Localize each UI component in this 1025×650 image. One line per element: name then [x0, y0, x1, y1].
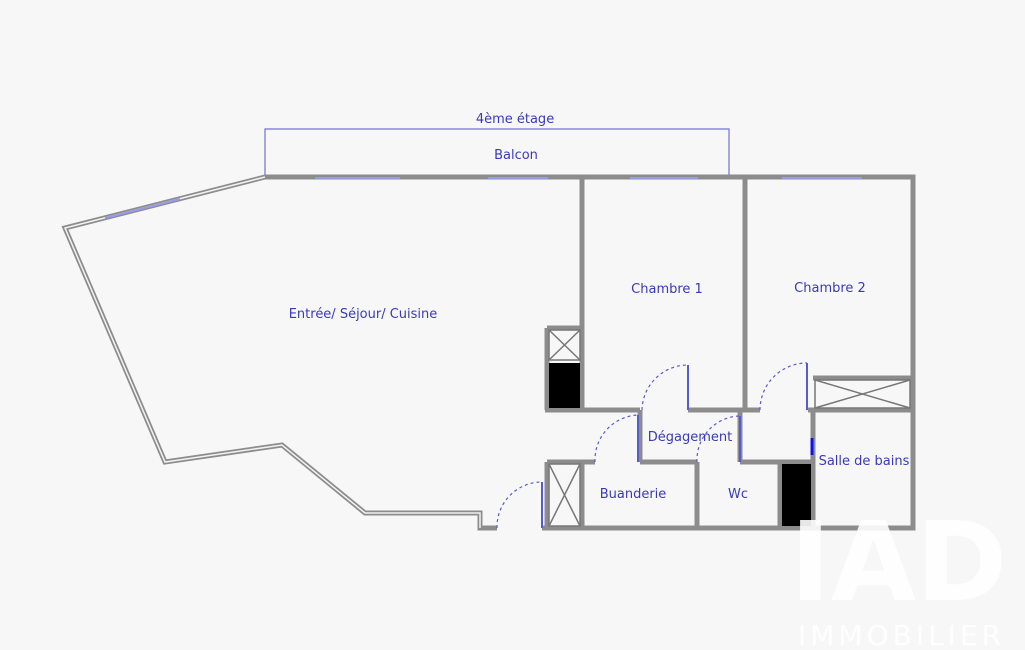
floor-label: 4ème étage: [476, 112, 554, 127]
appliance-block: [549, 363, 580, 408]
room-label-buanderie: Buanderie: [600, 487, 667, 502]
room-label-chambre1: Chambre 1: [631, 282, 703, 297]
windows: [104, 177, 862, 219]
closet-chambre2: [814, 379, 911, 409]
outer-wall-inner: [63, 176, 481, 528]
balcony-outline: [264, 128, 730, 177]
watermark-logo: IAD: [790, 498, 1007, 626]
room-label-degagement: Dégagement: [648, 430, 732, 445]
closet-sejour: [548, 329, 581, 408]
interior-walls: [544, 177, 913, 528]
room-label-sejour: Entrée/ Séjour/ Cuisine: [289, 307, 438, 322]
water-heater-block: [782, 464, 811, 526]
closet-buanderie: [548, 463, 581, 527]
room-label-salle-de-bains: Salle de bains: [819, 454, 910, 469]
room-label-wc: Wc: [728, 487, 748, 502]
doors: [496, 362, 814, 529]
room-label-balcon: Balcon: [494, 148, 538, 163]
watermark-subtitle: IMMOBILIER: [798, 619, 1005, 650]
room-label-chambre2: Chambre 2: [794, 281, 866, 296]
